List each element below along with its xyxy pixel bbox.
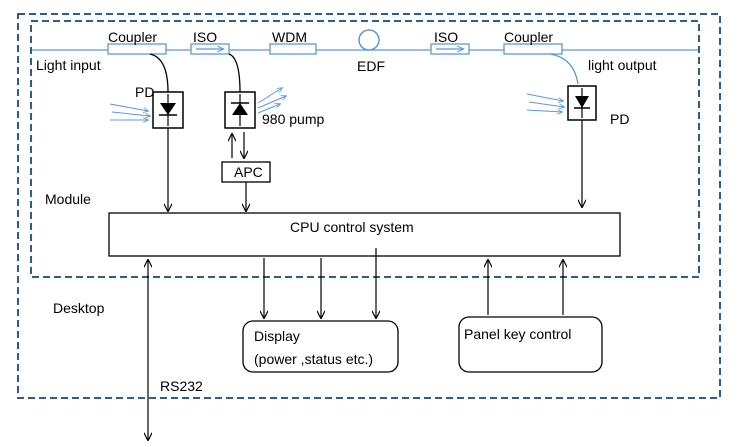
coupler-in-label: Coupler [108, 29, 157, 45]
fiber-coil-icon [358, 29, 380, 51]
coupler-out [503, 43, 563, 55]
cpu-control-box [108, 212, 621, 257]
display-line2: (power ,status etc.) [254, 351, 373, 367]
desktop-frame [17, 13, 721, 399]
desktop-label: Desktop [53, 300, 105, 316]
tap-fiber-in [149, 53, 169, 93]
photodiode-icon [567, 85, 597, 121]
tap-fiber-pump [228, 53, 241, 93]
pd-in-label: PD [135, 84, 154, 100]
light-ray [526, 110, 562, 112]
pump-label: 980 pump [262, 111, 324, 127]
panel-key-box [458, 316, 603, 373]
wdm-box [269, 43, 317, 55]
light-ray [257, 88, 282, 104]
display-line1: Display [254, 328, 300, 344]
light-ray [109, 103, 148, 111]
light-input-label: Light input [36, 57, 101, 73]
module-frame [30, 20, 700, 278]
coupler-out-label: Coupler [504, 29, 553, 45]
wdm-label: WDM [272, 29, 307, 45]
module-label: Module [45, 191, 91, 207]
edf-label: EDF [357, 58, 385, 74]
cpu-label: CPU control system [290, 219, 414, 235]
panel-key-label: Panel key control [464, 326, 571, 342]
light-ray [528, 101, 564, 107]
tap-fiber-out [549, 53, 579, 85]
light-ray [257, 96, 286, 109]
photodiode-icon [152, 91, 184, 129]
iso-in-label: ISO [193, 29, 217, 45]
light-ray [257, 104, 280, 114]
pump-laser-icon [224, 91, 256, 129]
apc-label: APC [234, 164, 263, 180]
iso-out-label: ISO [434, 29, 458, 45]
pd-out-label: PD [610, 111, 629, 127]
light-output-label: light output [588, 57, 657, 73]
light-ray [111, 111, 150, 116]
rs232-label: RS232 [160, 378, 203, 394]
display-box [242, 320, 399, 373]
light-ray [526, 93, 563, 101]
coupler-in [107, 43, 167, 55]
